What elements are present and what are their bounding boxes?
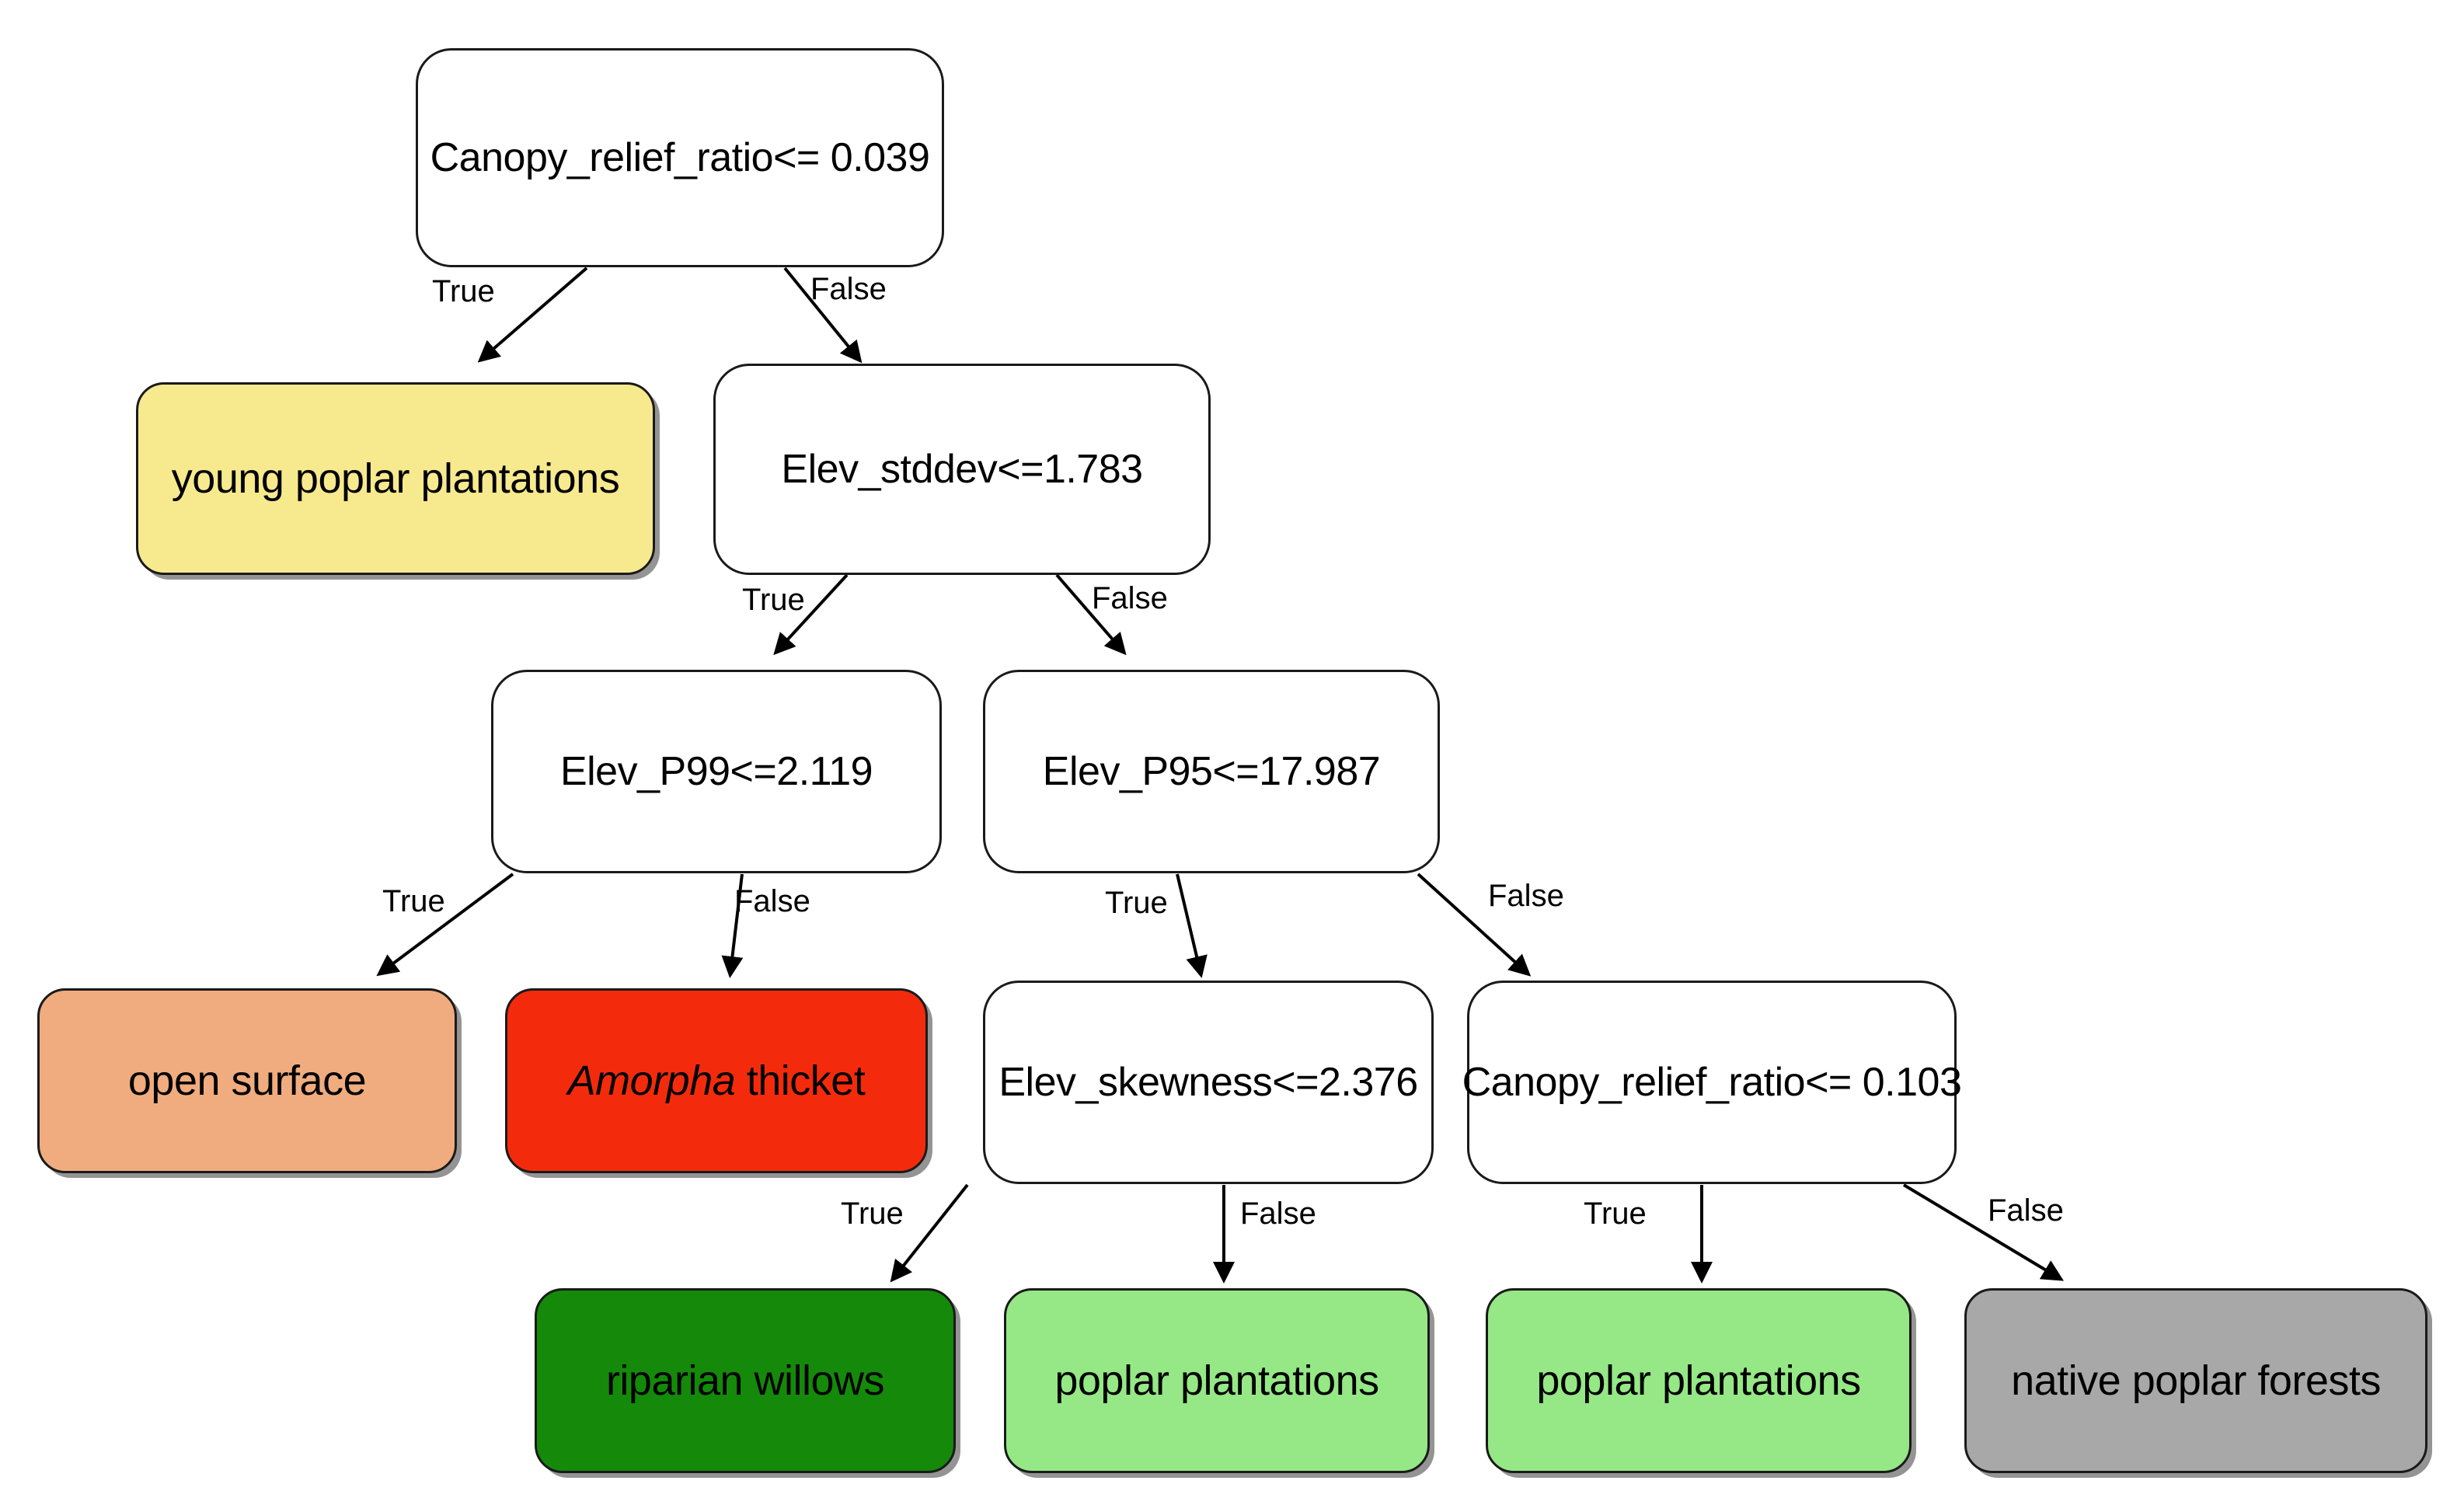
node-label: open surface xyxy=(127,1057,367,1104)
node-canopy-relief-ratio-root[interactable]: Canopy_relief_ratio<= 0.039 xyxy=(416,48,944,267)
node-label-genus: Amorpha xyxy=(567,1057,736,1104)
node-label: Elev_skewness<=2.376 xyxy=(998,1059,1418,1105)
node-label: Amorpha thicket xyxy=(560,1057,873,1104)
node-young-poplar-plantations[interactable]: young poplar plantations xyxy=(136,382,655,575)
node-label: Canopy_relief_ratio<= 0.039 xyxy=(430,134,930,180)
edge-label-n7-false: False xyxy=(1240,1197,1316,1231)
edge-label-n2-false: False xyxy=(1092,581,1168,615)
node-label: Elev_stddev<=1.783 xyxy=(781,446,1143,492)
edge-label-n8-false: False xyxy=(1988,1193,2064,1228)
node-label: native poplar forests xyxy=(2011,1357,2381,1404)
edge-label-n8-true: True xyxy=(1584,1197,1647,1231)
node-label: poplar plantations xyxy=(1054,1357,1379,1404)
node-label: poplar plantations xyxy=(1536,1357,1861,1404)
node-elev-stddev[interactable]: Elev_stddev<=1.783 xyxy=(713,364,1211,575)
node-label: riparian willows xyxy=(605,1357,885,1404)
node-label: young poplar plantations xyxy=(171,455,620,502)
node-label: Canopy_relief_ratio<= 0.103 xyxy=(1462,1059,1962,1105)
edge-n7-n9 xyxy=(890,1183,969,1283)
edge-n0-n1 xyxy=(477,267,588,363)
edge-label-n0-true: True xyxy=(432,274,495,308)
edge-label-n0-false: False xyxy=(810,272,887,306)
node-elev-skewness[interactable]: Elev_skewness<=2.376 xyxy=(983,981,1434,1184)
edge-label-n2-true: True xyxy=(742,583,805,617)
node-poplar-plantations-1[interactable]: poplar plantations xyxy=(1004,1288,1430,1473)
node-poplar-plantations-2[interactable]: poplar plantations xyxy=(1486,1288,1912,1473)
node-label: Elev_P99<=2.119 xyxy=(559,748,873,794)
node-elev-p99[interactable]: Elev_P99<=2.119 xyxy=(491,670,942,873)
node-riparian-willows[interactable]: riparian willows xyxy=(535,1288,956,1473)
node-canopy-relief-ratio-103[interactable]: Canopy_relief_ratio<= 0.103 xyxy=(1462,981,1962,1184)
edge-label-n3-true: True xyxy=(382,884,445,918)
node-native-poplar-forests[interactable]: native poplar forests xyxy=(1964,1288,2427,1473)
node-amorpha-thicket[interactable]: Amorpha thicket xyxy=(505,988,928,1173)
edge-label-n4-true: True xyxy=(1105,886,1168,920)
node-label: Elev_P95<=17.987 xyxy=(1042,748,1381,794)
edge-label-n4-false: False xyxy=(1488,879,1564,913)
edge-label-n7-true: True xyxy=(841,1197,904,1231)
node-elev-p95[interactable]: Elev_P95<=17.987 xyxy=(983,670,1440,873)
node-open-surface[interactable]: open surface xyxy=(37,988,457,1173)
node-label-rest: thicket xyxy=(735,1057,866,1104)
edge-n4-n7 xyxy=(1176,873,1208,978)
edge-label-n3-false: False xyxy=(734,884,810,918)
